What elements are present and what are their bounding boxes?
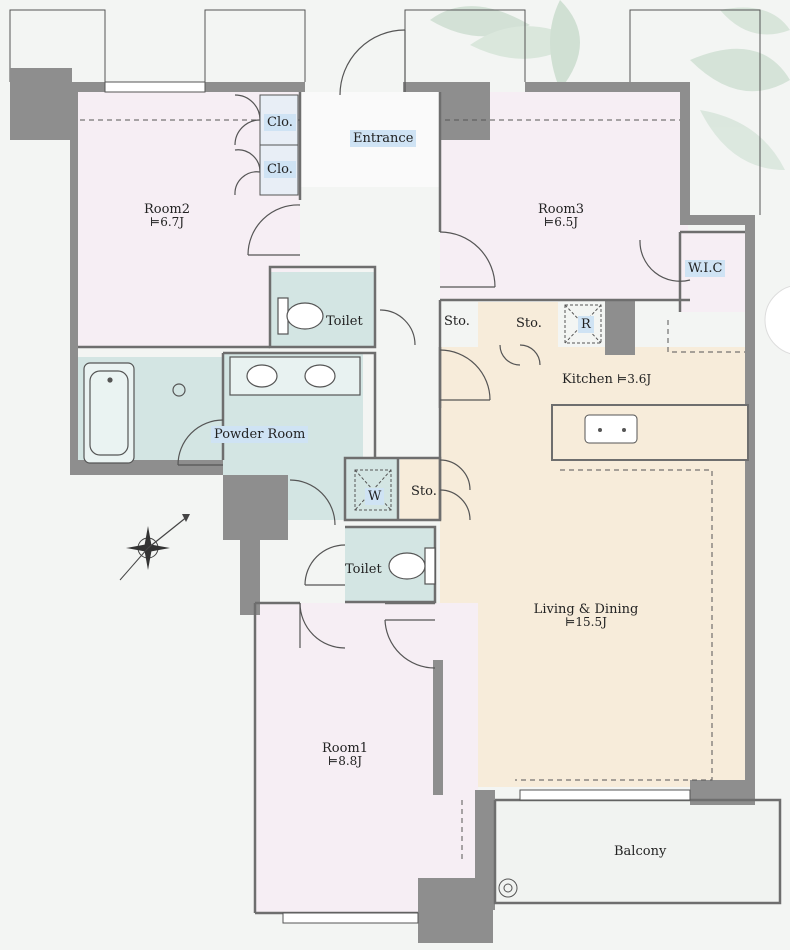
closets xyxy=(259,94,299,196)
refrigerator-label: R xyxy=(578,316,594,333)
storage-label-b: Sto. xyxy=(516,316,542,331)
room3-label: Room3 ⊨6.5J xyxy=(537,202,585,229)
compass-rose-icon xyxy=(119,514,190,581)
balcony-label: Balcony xyxy=(614,844,667,859)
closet-label-1: Clo. xyxy=(264,114,296,131)
entrance-label: Entrance xyxy=(350,130,417,147)
living-dining-label: Living & Dining ⊨15.5J xyxy=(533,602,639,629)
storage-floor xyxy=(400,458,442,520)
windows xyxy=(104,81,691,924)
toilet-upper-label: Toilet xyxy=(326,314,363,329)
kitchen-storage-floor xyxy=(478,302,558,347)
toilet-icon xyxy=(277,297,436,585)
kitchen-label: Kitchen ⊨3.6J xyxy=(562,372,652,387)
powder-room-label: Powder Room xyxy=(211,426,309,443)
storage-label-a: Sto. xyxy=(444,314,470,329)
washer-label: W xyxy=(365,488,385,505)
toilet-lower-label: Toilet xyxy=(345,562,382,577)
leaf-decoration-icon xyxy=(430,0,790,170)
sink-icon xyxy=(584,414,638,444)
storage-label-c: Sto. xyxy=(411,484,437,499)
closet-label-2: Clo. xyxy=(264,161,296,178)
sink-icon xyxy=(229,356,361,396)
bathtub-icon xyxy=(83,362,186,464)
walls xyxy=(10,68,755,943)
room1-label: Room1 ⊨8.8J xyxy=(321,741,369,768)
kitchen-counter xyxy=(551,404,749,461)
decorative-circle xyxy=(764,285,790,355)
wic-label: W.I.C xyxy=(685,260,726,277)
balcony-floor xyxy=(495,800,780,903)
drain-icon xyxy=(498,878,518,898)
room2-label: Room2 ⊨6.7J xyxy=(143,202,191,229)
